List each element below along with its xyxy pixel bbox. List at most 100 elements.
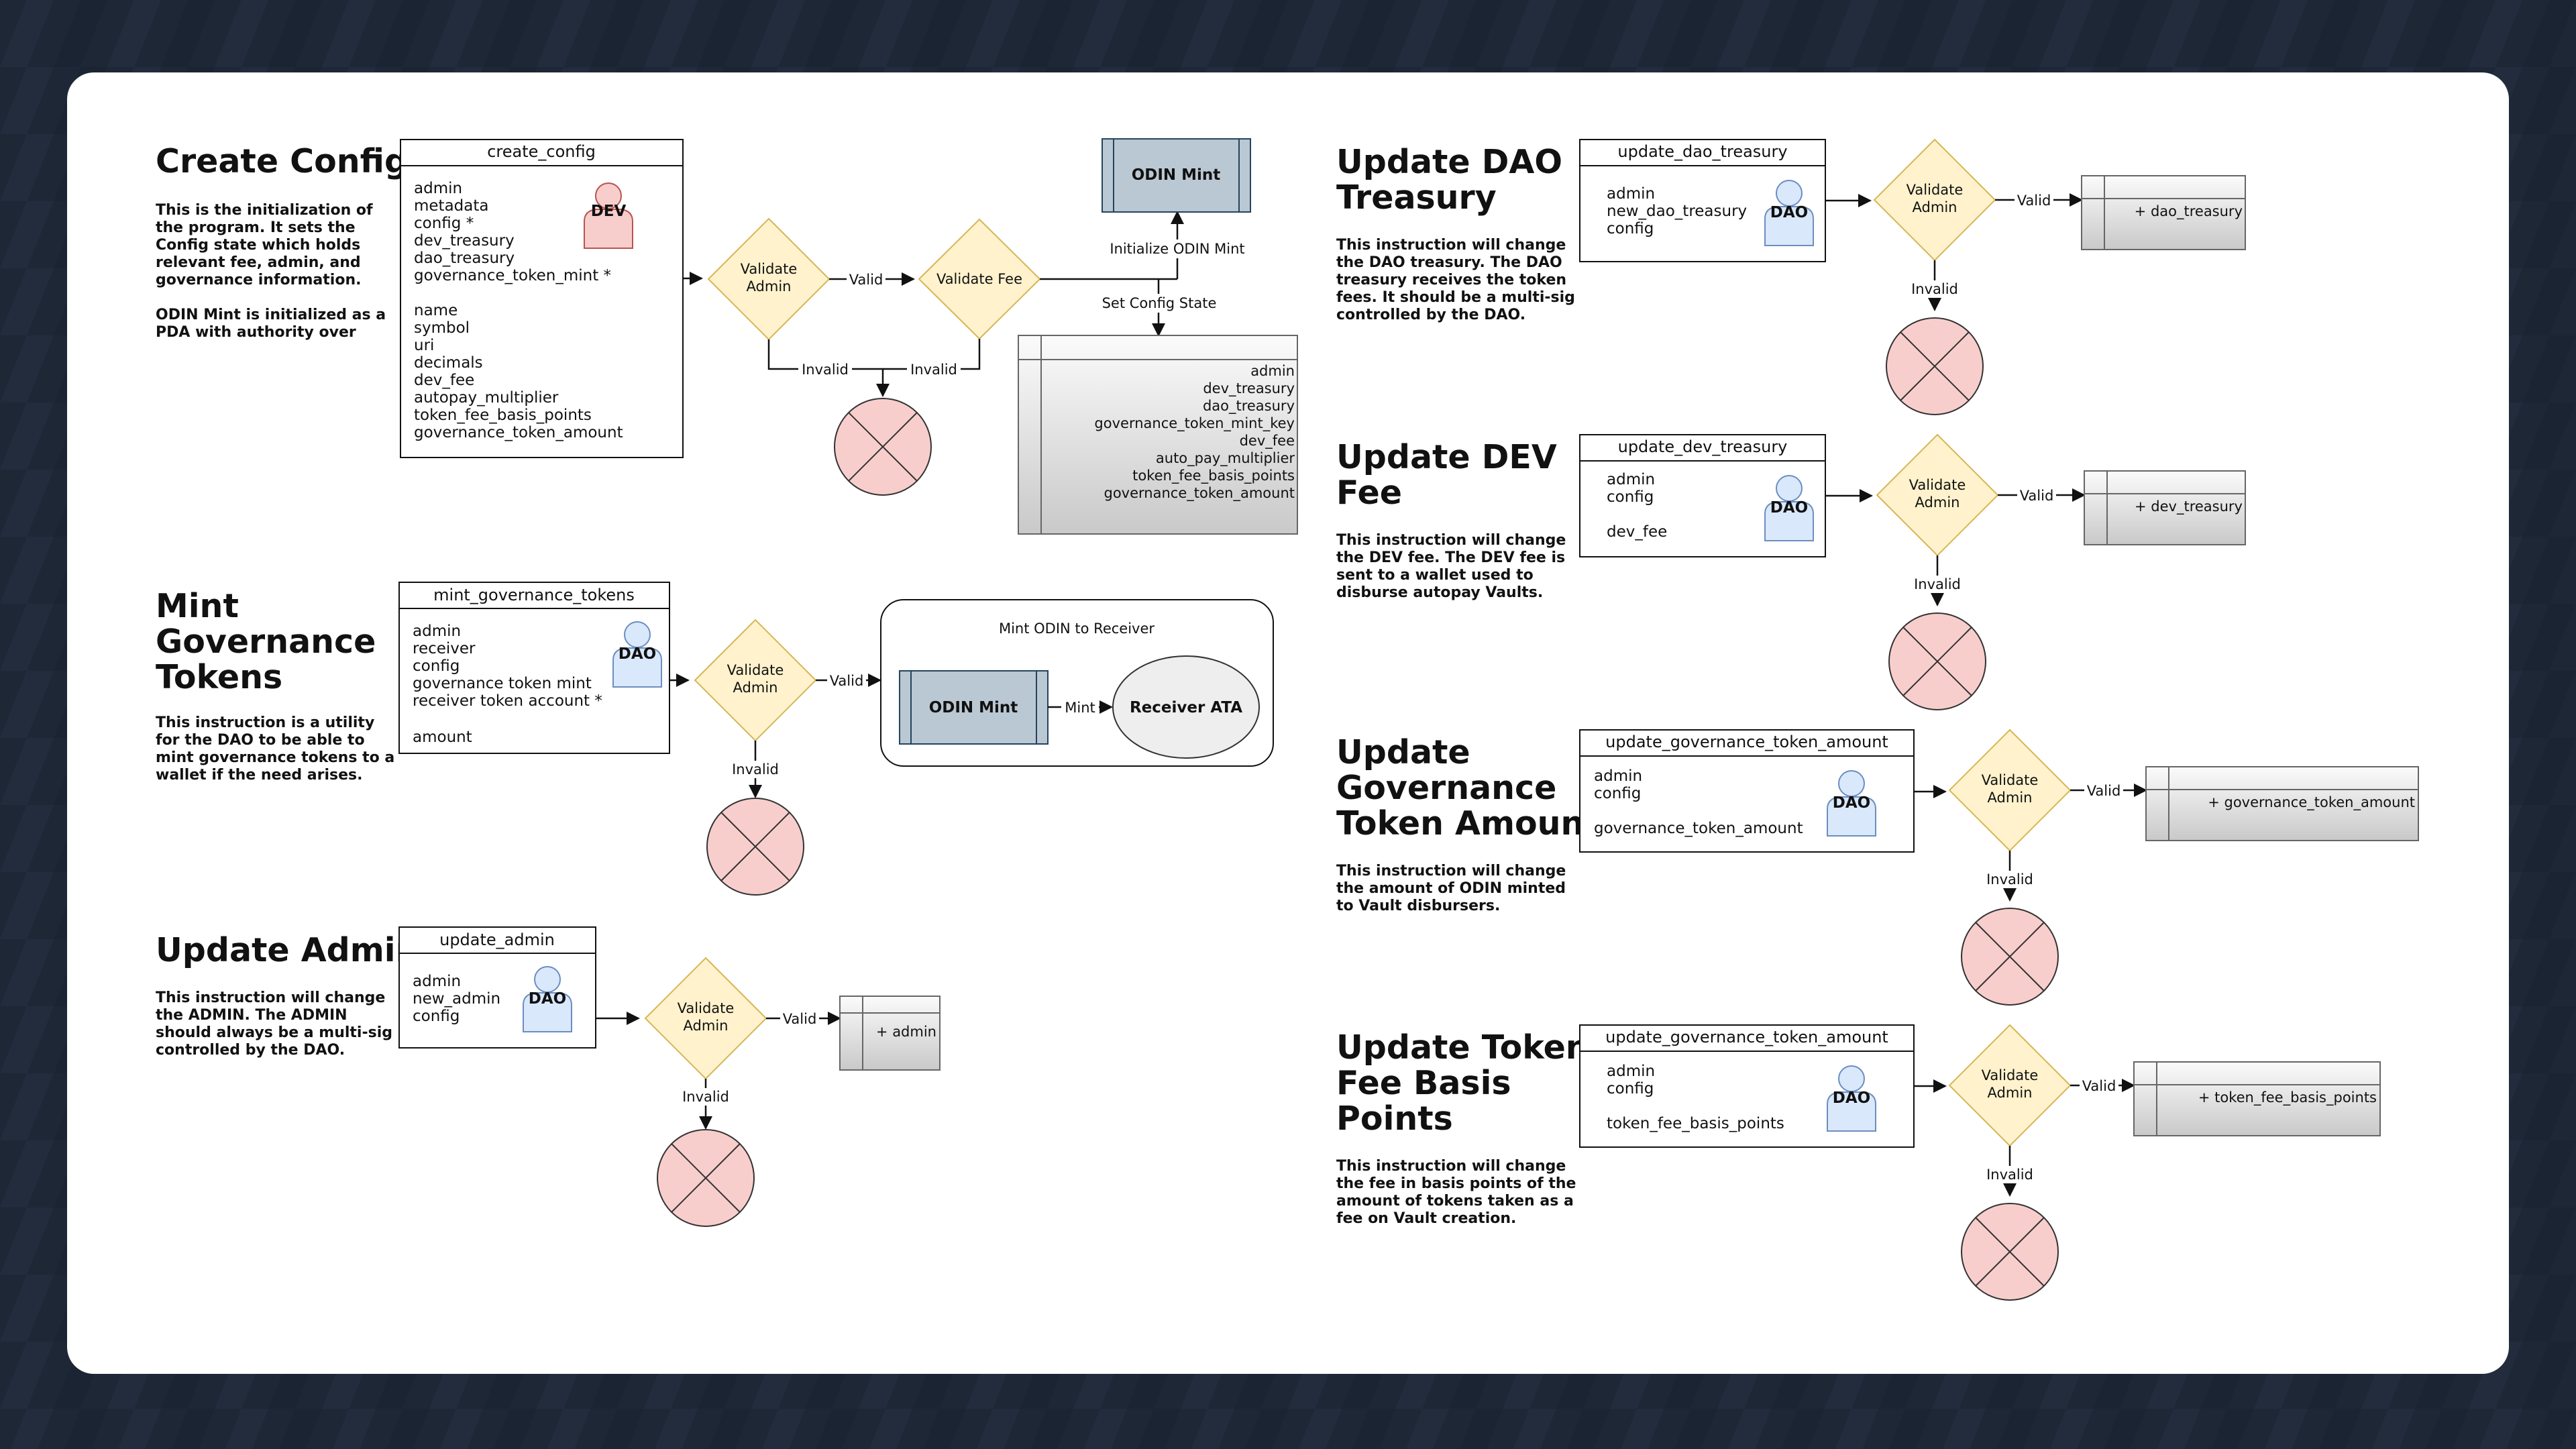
- result-box: + dao_treasury: [2081, 175, 2246, 250]
- update-dao-treasury-section: Update DAO Treasury This instruction wil…: [1336, 138, 2246, 415]
- svg-text:disburse autopay Vaults.: disburse autopay Vaults.: [1336, 584, 1543, 601]
- dao-treasury-instruction-box: update_dao_treasury admin new_dao_treasu…: [1579, 139, 1826, 262]
- svg-text:governance_token_amount: governance_token_amount: [1594, 820, 1803, 837]
- update-dev-fee-section: Update DEV Fee This instruction will cha…: [1336, 433, 2246, 710]
- svg-text:update_governance_token_amount: update_governance_token_amount: [1605, 733, 1888, 751]
- create-config-section: Create Config This is the initialization…: [156, 138, 1298, 535]
- svg-text:create_config: create_config: [487, 142, 596, 161]
- svg-text:Validate: Validate: [1982, 772, 2039, 788]
- svg-text:dev_fee: dev_fee: [1240, 433, 1295, 449]
- svg-text:governance_token_amount: governance_token_amount: [1104, 485, 1295, 502]
- reject-icon: [1961, 908, 2059, 1006]
- update-gov-amount-section: Update Governance Token Amount This inst…: [1336, 729, 2419, 1006]
- update-admin-section: Update Admin This instruction will chang…: [156, 926, 941, 1227]
- validate-admin-diamond: Validate Admin: [644, 957, 767, 1080]
- svg-text:metadata: metadata: [414, 197, 488, 215]
- svg-text:admin: admin: [1607, 185, 1655, 203]
- svg-text:admin: admin: [1607, 471, 1655, 488]
- svg-text:DAO: DAO: [1833, 1089, 1870, 1107]
- svg-text:Admin: Admin: [747, 278, 792, 294]
- dev-fee-title-2: Fee: [1336, 474, 1402, 512]
- reject-icon: [1886, 317, 1984, 415]
- svg-text:Config state which holds: Config state which holds: [156, 237, 360, 254]
- svg-text:admin: admin: [1594, 767, 1642, 785]
- invalid-label: Invalid: [682, 1089, 729, 1105]
- fee-bp-title-2: Fee Basis: [1336, 1064, 1511, 1102]
- svg-text:the DAO treasury. The DAO: the DAO treasury. The DAO: [1336, 254, 1562, 271]
- dev-fee-title-1: Update DEV: [1336, 438, 1557, 476]
- gov-amount-title-2: Governance: [1336, 769, 1556, 807]
- svg-text:mint_governance_tokens: mint_governance_tokens: [433, 586, 635, 604]
- svg-text:config: config: [1607, 1080, 1654, 1097]
- svg-text:dao_treasury: dao_treasury: [414, 250, 515, 267]
- dao-treasury-title-1: Update DAO: [1336, 143, 1562, 181]
- svg-text:ODIN Mint: ODIN Mint: [1132, 166, 1221, 184]
- mint-gov-title-2: Governance: [156, 623, 376, 661]
- svg-text:Validate: Validate: [741, 261, 798, 277]
- svg-text:ODIN Mint is initialized as a: ODIN Mint is initialized as a: [156, 307, 386, 323]
- svg-text:fees. It should be a multi-sig: fees. It should be a multi-sig: [1336, 289, 1575, 306]
- svg-text:This instruction will change: This instruction will change: [1336, 237, 1566, 254]
- svg-text:relevant fee, admin, and: relevant fee, admin, and: [156, 254, 361, 271]
- svg-text:Validate: Validate: [727, 662, 784, 678]
- svg-text:sent to a wallet used to: sent to a wallet used to: [1336, 567, 1534, 584]
- reject-icon: [706, 798, 804, 896]
- svg-text:DAO: DAO: [1833, 794, 1870, 812]
- svg-text:config: config: [413, 1008, 460, 1025]
- svg-text:to Vault disbursers.: to Vault disbursers.: [1336, 898, 1500, 914]
- fee-bp-instruction-box: update_governance_token_amount admin con…: [1579, 1024, 1915, 1148]
- svg-text:Admin: Admin: [1988, 790, 2033, 806]
- svg-text:dev_fee: dev_fee: [1607, 523, 1667, 541]
- mint-gov-title-1: Mint: [156, 587, 239, 625]
- svg-text:config: config: [1607, 220, 1654, 237]
- svg-text:admin: admin: [413, 973, 461, 990]
- valid-label: Valid: [2082, 1078, 2116, 1094]
- svg-text:receiver token account *: receiver token account *: [413, 692, 602, 710]
- svg-text:update_governance_token_amount: update_governance_token_amount: [1605, 1028, 1888, 1046]
- svg-text:+ token_fee_basis_points: + token_fee_basis_points: [2198, 1089, 2377, 1106]
- svg-text:the amount of ODIN minted: the amount of ODIN minted: [1336, 880, 1566, 897]
- odin-mint-box: ODIN Mint: [1102, 138, 1251, 213]
- svg-text:governance_token_amount: governance_token_amount: [414, 424, 623, 441]
- svg-text:auto_pay_multiplier: auto_pay_multiplier: [1156, 450, 1295, 467]
- svg-text:mint governance tokens to a: mint governance tokens to a: [156, 749, 394, 766]
- valid-label: Valid: [2087, 783, 2121, 799]
- svg-text:the ADMIN. The ADMIN: the ADMIN. The ADMIN: [156, 1007, 347, 1024]
- validate-admin-diamond: Validate Admin: [1948, 1024, 2072, 1147]
- valid-label: Valid: [830, 673, 864, 689]
- mint-gov-instruction-box: mint_governance_tokens admin receiver co…: [398, 582, 670, 754]
- svg-text:token_fee_basis_points: token_fee_basis_points: [1607, 1115, 1784, 1132]
- svg-text:config *: config *: [414, 215, 474, 232]
- valid-label: Valid: [2017, 193, 2051, 209]
- svg-text:Validate: Validate: [678, 1000, 735, 1016]
- svg-text:decimals: decimals: [414, 354, 483, 372]
- set-config-label: Set Config State: [1102, 295, 1217, 311]
- valid-label: Valid: [849, 272, 883, 288]
- svg-text:update_admin: update_admin: [439, 930, 555, 949]
- dev-actor-label: DEV: [591, 203, 627, 220]
- dao-treasury-title-2: Treasury: [1336, 178, 1497, 217]
- svg-text:Mint: Mint: [1065, 700, 1095, 716]
- svg-text:Admin: Admin: [1988, 1085, 2033, 1101]
- svg-text:+ dev_treasury: + dev_treasury: [2135, 498, 2243, 515]
- validate-admin-diamond: Validate Admin: [694, 619, 817, 742]
- svg-text:symbol: symbol: [414, 319, 470, 337]
- svg-text:name: name: [414, 302, 458, 319]
- svg-text:amount of tokens taken as a: amount of tokens taken as a: [1336, 1193, 1574, 1210]
- svg-text:treasury receives the token: treasury receives the token: [1336, 272, 1566, 288]
- svg-text:new_dao_treasury: new_dao_treasury: [1607, 203, 1747, 220]
- svg-text:Admin: Admin: [1913, 199, 1957, 215]
- svg-text:governance_token_mint_key: governance_token_mint_key: [1094, 415, 1295, 432]
- svg-text:the fee in basis points of the: the fee in basis points of the: [1336, 1175, 1576, 1192]
- svg-text:DAO: DAO: [529, 990, 566, 1008]
- reject-icon: [657, 1129, 755, 1227]
- svg-text:This instruction is a utility: This instruction is a utility: [156, 714, 374, 731]
- svg-text:the program. It sets the: the program. It sets the: [156, 219, 356, 236]
- result-box: + governance_token_amount: [2145, 766, 2419, 841]
- svg-text:config: config: [413, 657, 460, 675]
- reject-icon: [1961, 1203, 2059, 1301]
- svg-text:This instruction will change: This instruction will change: [1336, 532, 1566, 549]
- svg-text:This instruction will change: This instruction will change: [1336, 863, 1566, 879]
- invalid-label: Invalid: [1911, 281, 1958, 297]
- svg-text:+ governance_token_amount: + governance_token_amount: [2208, 794, 2415, 811]
